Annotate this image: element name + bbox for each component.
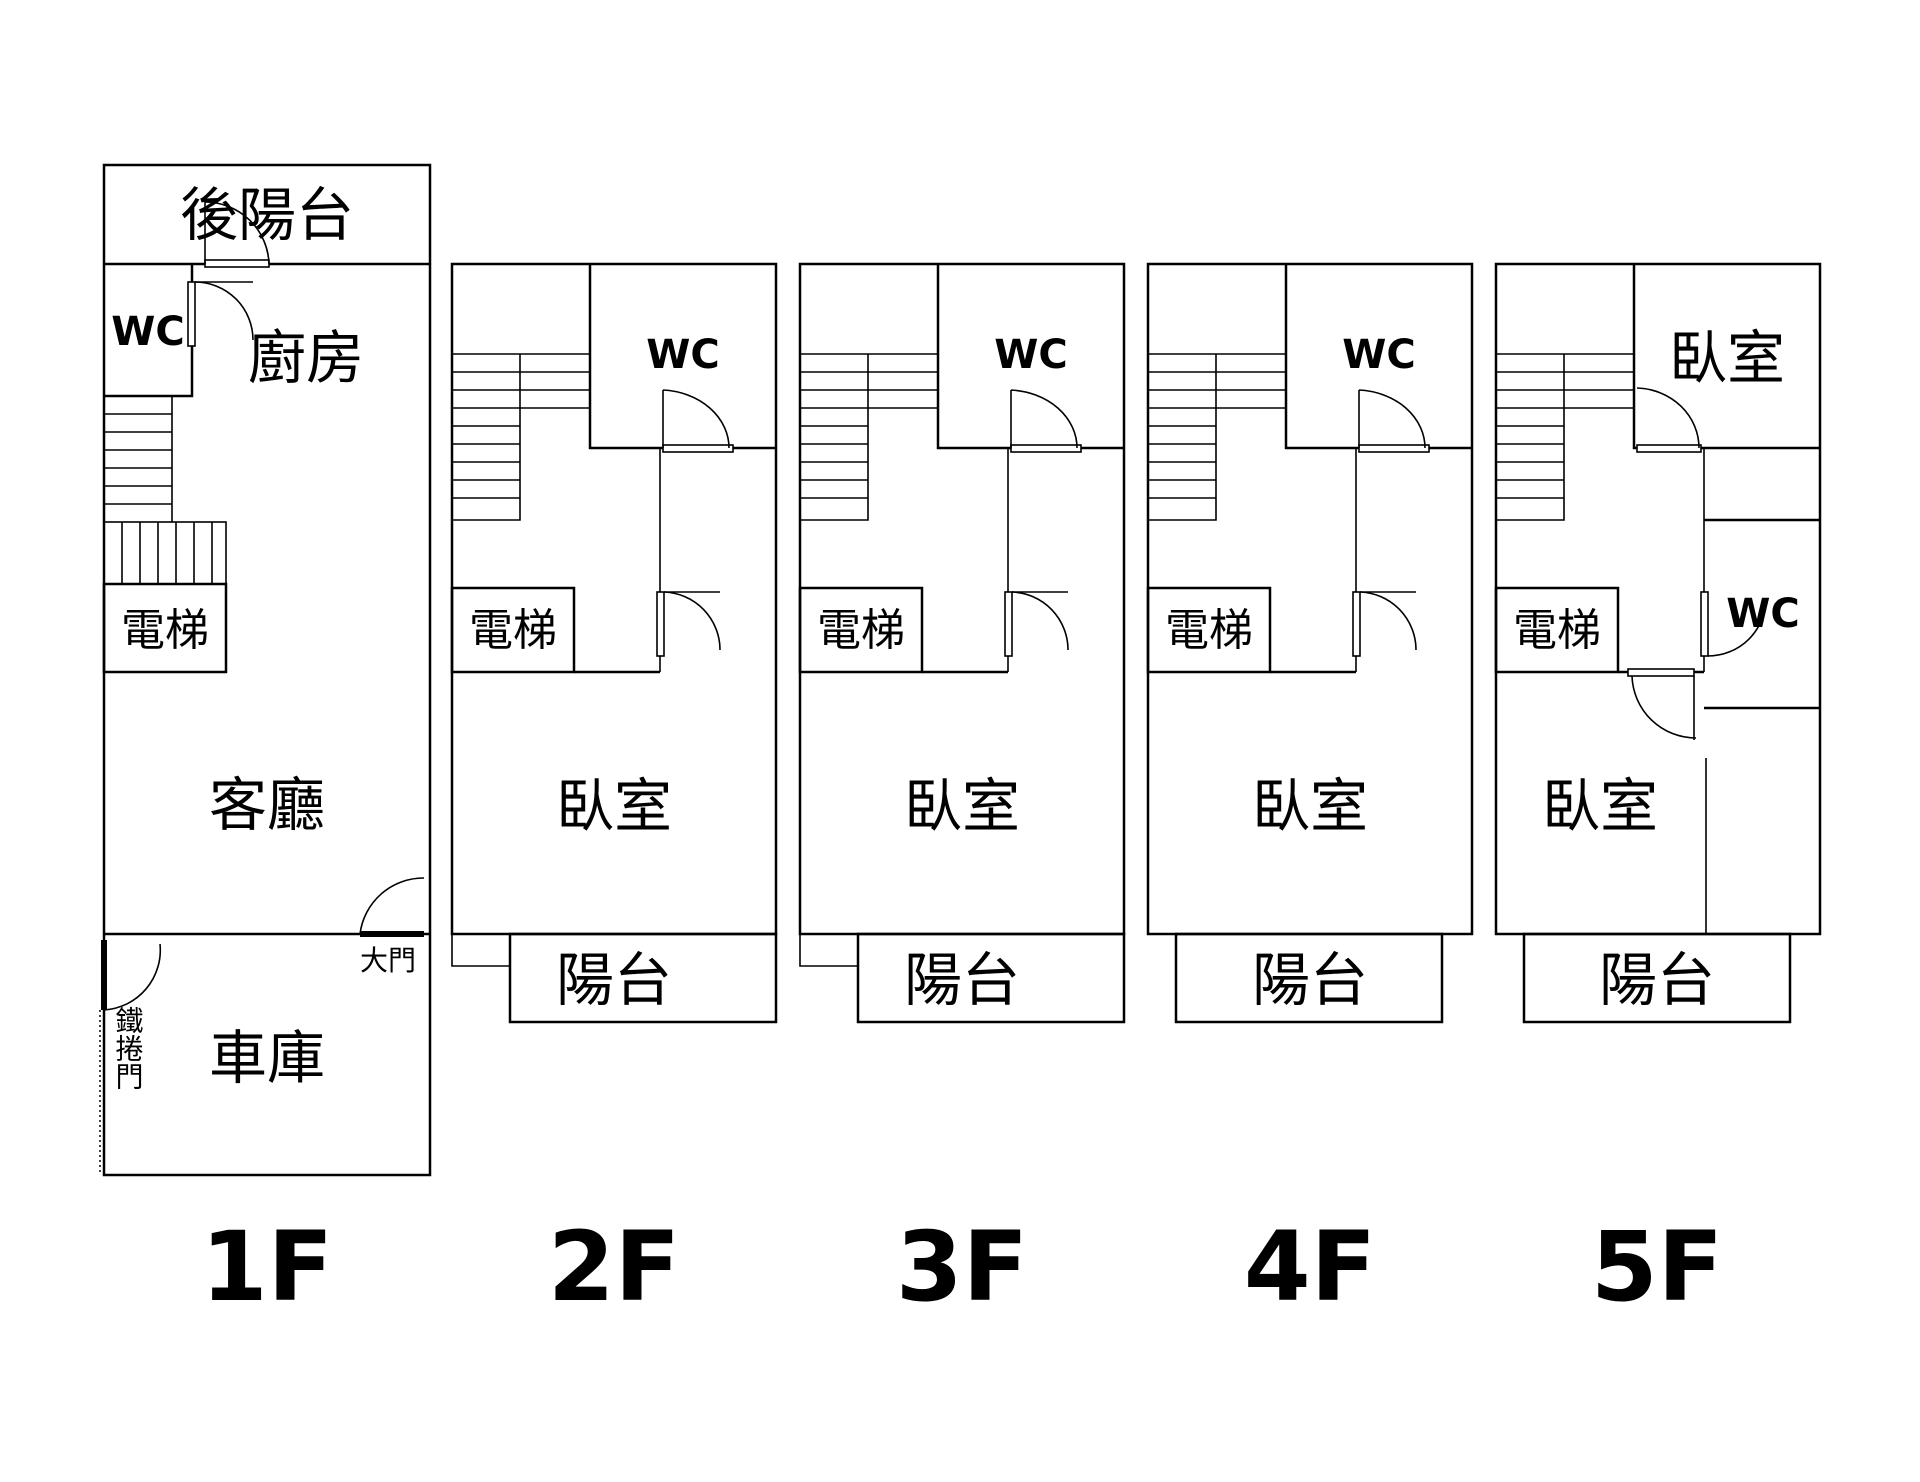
door-wc-5f xyxy=(1700,591,1767,657)
room-label-elevator: 電梯 xyxy=(1165,605,1253,656)
room-label-bedroom: 臥室 xyxy=(556,772,672,840)
door-bedroom-2f xyxy=(656,591,721,657)
floor-plan-5f: 臥室 WC 電梯 臥室 陽台 5F xyxy=(1494,262,1822,1323)
floor-label-4f: 4F xyxy=(1244,1211,1376,1323)
floor-label-5f: 5F xyxy=(1591,1211,1723,1323)
room-label-kitchen: 廚房 xyxy=(248,324,364,392)
room-label-balcony: 陽台 xyxy=(556,946,672,1014)
door-front-bedroom-5f xyxy=(1627,668,1697,740)
balcony-outline-4f xyxy=(1174,932,1444,1024)
room-label-elevator: 電梯 xyxy=(817,605,905,656)
balcony-step-2f xyxy=(451,934,510,967)
floor-plan-3f: WC 電梯 臥室 陽台 3F xyxy=(798,262,1126,1323)
stairs-1f-lower xyxy=(103,521,227,585)
stairs-4f xyxy=(1148,353,1286,521)
room-label-back-balcony: 後陽台 xyxy=(180,181,354,249)
stairs-2f xyxy=(452,353,590,521)
room-label-bedroom: 臥室 xyxy=(1252,772,1368,840)
floor-plan-4f: WC 電梯 臥室 陽台 4F xyxy=(1146,262,1474,1323)
door-main-entrance xyxy=(359,877,425,937)
balcony-outline-3f xyxy=(856,932,1126,1024)
door-bedroom-4f xyxy=(1352,591,1417,657)
room-label-garage: 車庫 xyxy=(209,1024,325,1092)
rolling-door xyxy=(99,1010,105,1172)
floor-label-2f: 2F xyxy=(548,1211,680,1323)
stairs-3f xyxy=(800,353,938,521)
balcony-outline-2f xyxy=(508,932,778,1024)
floor-plan-2f: WC 電梯 臥室 陽台 2F xyxy=(450,262,778,1323)
room-label-elevator: 電梯 xyxy=(469,605,557,656)
room-label-wc: WC xyxy=(646,332,719,378)
room-label-bedroom: 臥室 xyxy=(904,772,1020,840)
elevator-shaft-4f xyxy=(1146,586,1272,674)
door-wc-2f xyxy=(662,389,734,453)
room-label-wc: WC xyxy=(111,309,184,355)
door-wc-1f xyxy=(187,281,254,347)
label-rolling-door: 鐵捲門 xyxy=(112,1006,145,1090)
stairs-1f-upper xyxy=(104,395,173,522)
elevator-shaft-3f xyxy=(798,586,924,674)
room-label-balcony: 陽台 xyxy=(1252,946,1368,1014)
door-wc-4f xyxy=(1358,389,1430,453)
label-main-door: 大門 xyxy=(360,944,416,977)
room-label-balcony: 陽台 xyxy=(904,946,1020,1014)
elevator-shaft-2f xyxy=(450,586,576,674)
room-label-elevator: 電梯 xyxy=(121,605,209,656)
door-garage-side xyxy=(101,940,162,1011)
door-back-bedroom-5f xyxy=(1636,387,1702,453)
balcony-step-3f xyxy=(799,934,858,967)
door-back-balcony xyxy=(204,201,270,268)
room-label-wc: WC xyxy=(1726,591,1799,637)
room-label-back-bedroom: 臥室 xyxy=(1669,324,1785,392)
elevator-shaft-1f xyxy=(102,582,228,674)
room-label-front-bedroom: 臥室 xyxy=(1542,772,1658,840)
balcony-outline-5f xyxy=(1522,932,1792,1024)
elevator-shaft-5f xyxy=(1494,586,1620,674)
back-bedroom-walls-5f xyxy=(1632,264,1820,450)
room-label-wc: WC xyxy=(1342,332,1415,378)
stairs-5f xyxy=(1496,353,1634,521)
door-bedroom-3f xyxy=(1004,591,1069,657)
floor-label-3f: 3F xyxy=(896,1211,1028,1323)
room-label-wc: WC xyxy=(994,332,1067,378)
room-label-living-room: 客廳 xyxy=(209,771,325,839)
floor-plan-1f: 後陽台 WC 廚房 電梯 客廳 車庫 大門 鐵捲門 1F xyxy=(99,163,432,1323)
room-label-balcony: 陽台 xyxy=(1599,946,1715,1014)
floor-label-1f: 1F xyxy=(201,1211,333,1323)
room-label-elevator: 電梯 xyxy=(1513,605,1601,656)
door-wc-3f xyxy=(1010,389,1082,453)
